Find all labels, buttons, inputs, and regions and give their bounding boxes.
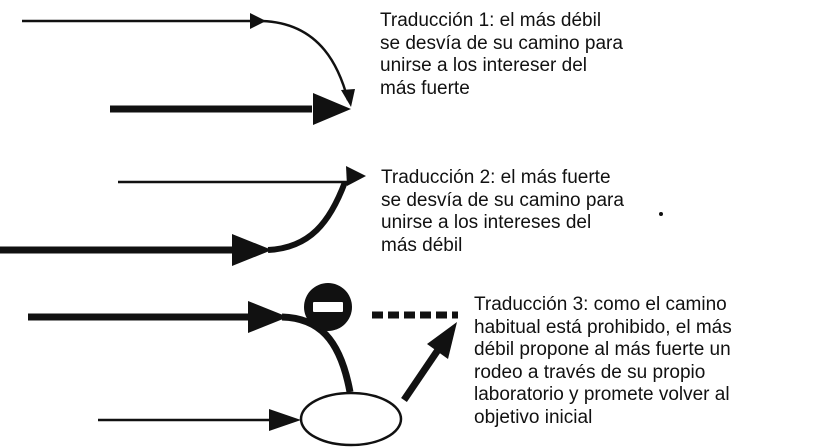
- caption-line: laboratorio y promete volver al: [474, 384, 730, 405]
- detour-down-curve: [281, 313, 354, 393]
- caption-line: más fuerte: [380, 77, 470, 99]
- caption-line: Traducción 2: el más fuerte: [381, 167, 611, 188]
- caption-line: débil propone al más fuerte un: [474, 339, 731, 360]
- translation-3-caption: Traducción 3: como el camino habitual es…: [474, 294, 732, 429]
- strong-path-arrowhead: [248, 301, 288, 333]
- caption-line: unirse a los intereses del: [381, 212, 592, 233]
- translation-3-figure: [28, 283, 458, 447]
- translation-2-caption: Traducción 2: el más fuerte se desvía de…: [381, 167, 624, 257]
- return-arrowhead: [427, 322, 457, 359]
- weak-detour-curve: [261, 19, 350, 101]
- caption-line: Traducción 3: como el camino: [474, 294, 727, 315]
- caption-line: unirse a los intereser del: [380, 55, 587, 76]
- stray-dot: [659, 212, 663, 216]
- ellipse-lab-icon: [299, 391, 403, 447]
- strong-path-arrowhead: [313, 93, 351, 125]
- return-arrow-line: [401, 342, 445, 402]
- strong-path-arrowhead: [232, 234, 272, 266]
- translation-1-caption: Traducción 1: el más débil se desvía de …: [380, 10, 623, 100]
- weak-path-arrowhead: [346, 166, 366, 186]
- caption-line: habitual está prohibido, el más: [474, 316, 732, 338]
- caption-line: más débil: [381, 234, 463, 256]
- caption-line: objetivo inicial: [474, 406, 593, 428]
- caption-line: se desvía de su camino para: [381, 189, 624, 211]
- weak-path-arrowhead: [250, 13, 266, 29]
- detour-end-arrowhead: [341, 89, 355, 107]
- caption-line: Traducción 1: el más débil: [380, 10, 602, 31]
- translation-2-figure: [0, 166, 366, 266]
- caption-line: se desvía de su camino para: [380, 32, 623, 54]
- no-entry-icon: [304, 283, 352, 331]
- caption-line: rodeo a través de su propio: [474, 361, 706, 383]
- weak-path-arrowhead: [269, 409, 301, 431]
- strong-detour-curve: [267, 180, 348, 253]
- translation-1-figure: [22, 13, 355, 125]
